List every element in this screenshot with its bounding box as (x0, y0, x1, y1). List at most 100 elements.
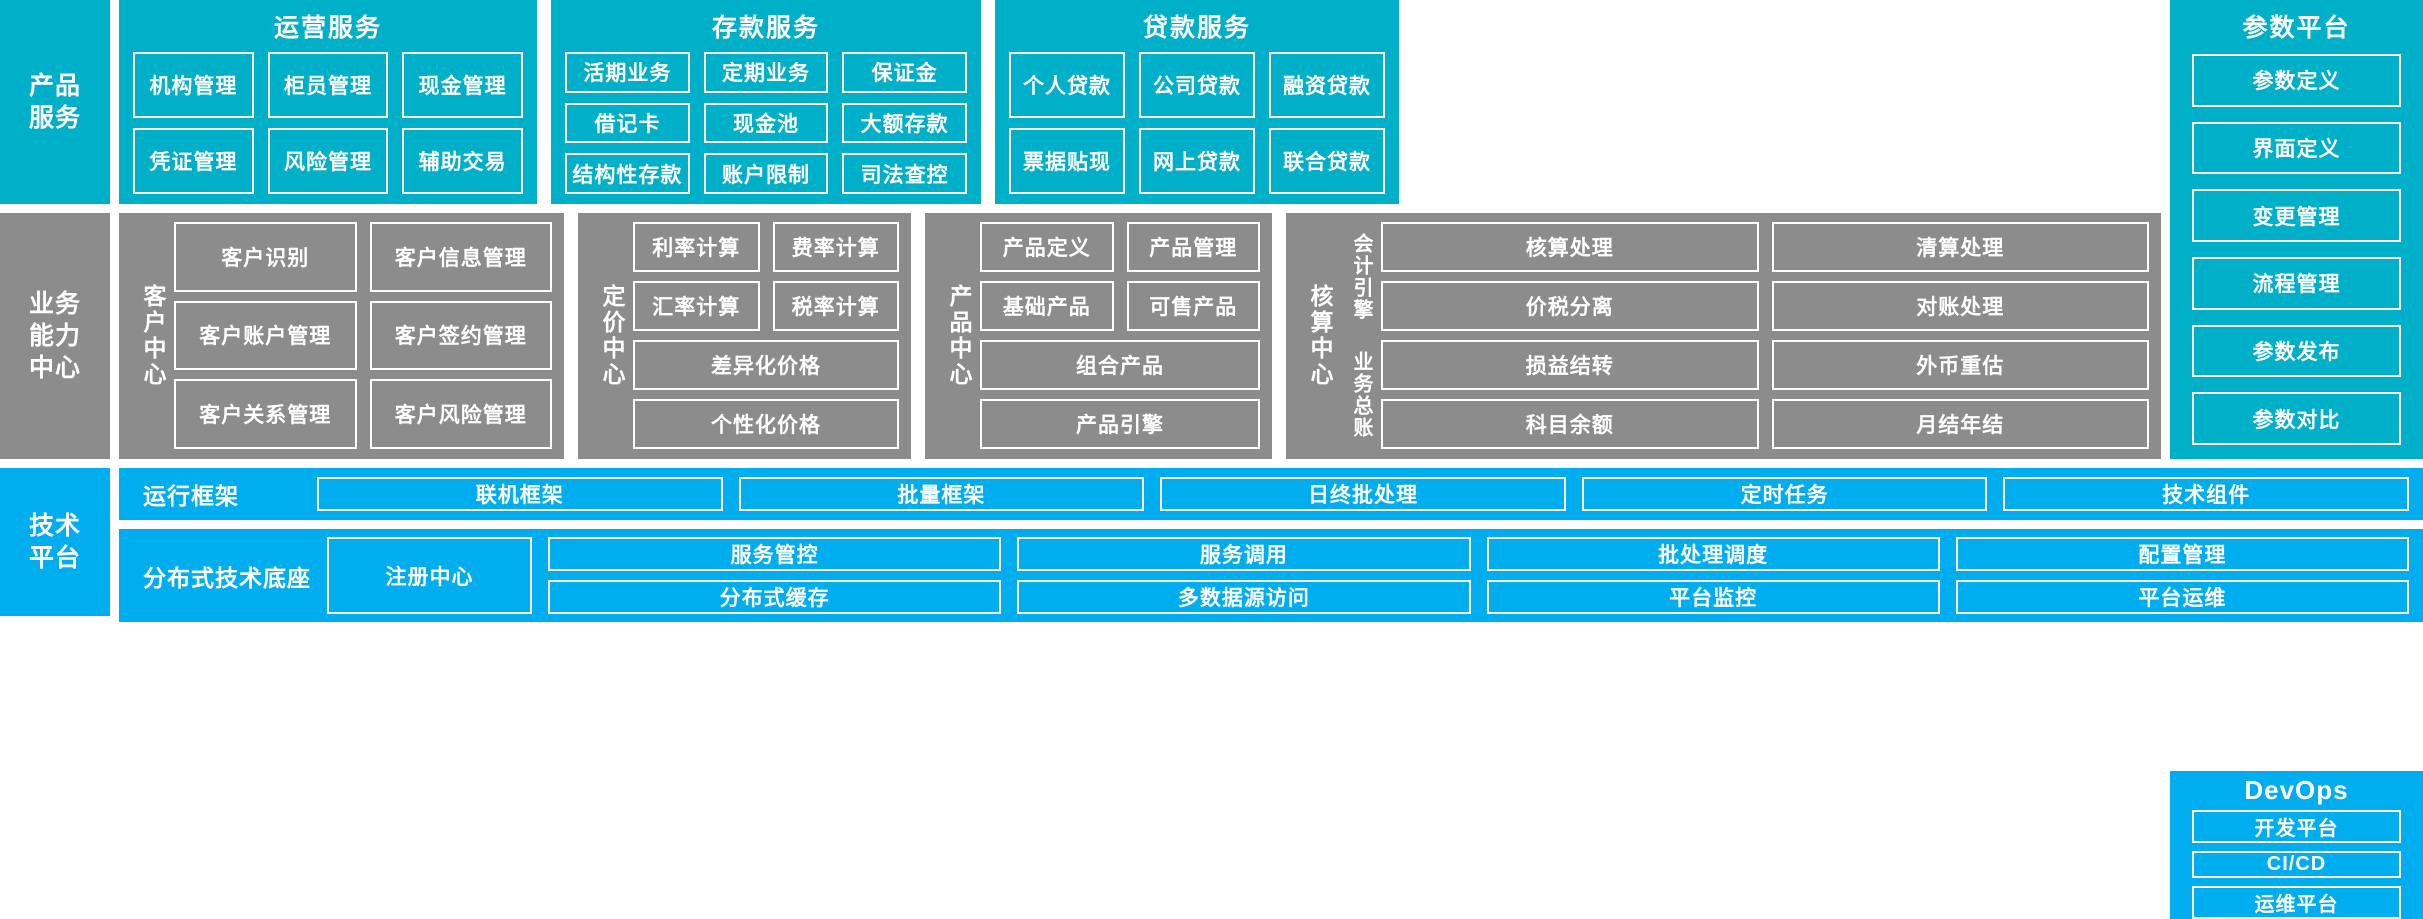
distributed-base-label: 分布式技术底座 (143, 564, 311, 591)
service-item[interactable]: 网上贷款 (1139, 128, 1255, 194)
capability-item[interactable]: 科目余额 (1381, 399, 1759, 449)
distributed-base-row: 分布式技术底座 注册中心 服务管控 服务调用 批处理调度 配置管理 分布式缓存 … (119, 529, 2423, 622)
technology-rows: 运行框架 联机框架 批量框架 日终批处理 定时任务 技术组件 分布式技术底座 注… (119, 468, 2423, 622)
capability-item[interactable]: 客户风险管理 (369, 379, 552, 449)
capability-item[interactable]: 汇率计算 (633, 281, 760, 331)
distributed-base-grid: 服务管控 服务调用 批处理调度 配置管理 分布式缓存 多数据源访问 平台监控 平… (548, 537, 2409, 614)
service-item[interactable]: 定期业务 (703, 52, 829, 93)
service-item[interactable]: 辅助交易 (402, 128, 523, 194)
tech-item[interactable]: 服务管控 (548, 537, 1002, 571)
parameter-item[interactable]: 流程管理 (2192, 257, 2401, 310)
registry-center-item[interactable]: 注册中心 (327, 537, 532, 614)
center-label-accounting: 核算中心 (1307, 283, 1333, 388)
service-item[interactable]: 结构性存款 (565, 153, 690, 194)
customer-center-grid: 客户识别 客户信息管理 客户账户管理 客户签约管理 客户关系管理 客户风险管理 (174, 222, 552, 449)
service-item[interactable]: 票据贴现 (1009, 128, 1125, 194)
service-item[interactable]: 借记卡 (565, 102, 690, 144)
capability-item[interactable]: 价税分离 (1381, 281, 1759, 331)
capability-item[interactable]: 税率计算 (772, 281, 899, 331)
parameter-platform-title: 参数平台 (2242, 14, 2351, 42)
tech-item[interactable]: 服务调用 (1017, 537, 1471, 571)
group-loan-services: 贷款服务 个人贷款 公司贷款 融资贷款 票据贴现 网上贷款 联合贷款 (995, 0, 1399, 204)
group-pricing-center: 定价中心 利率计算 费率计算 汇率计算 税率计算 差异化价格 个性化价格 (578, 213, 911, 459)
capability-centers-groups: 客户中心 客户识别 客户信息管理 客户账户管理 客户签约管理 客户关系管理 客户… (119, 213, 2161, 459)
capability-item[interactable]: 外币重估 (1771, 340, 2149, 390)
capability-item[interactable]: 费率计算 (772, 222, 899, 272)
service-item[interactable]: 柜员管理 (267, 52, 389, 118)
service-item[interactable]: 司法查控 (842, 153, 967, 194)
center-label-product: 产品中心 (946, 283, 972, 388)
service-item[interactable]: 公司贷款 (1139, 52, 1255, 118)
subcenter-label-general-ledger: 业务总账 (1350, 350, 1372, 439)
service-item[interactable]: 保证金 (842, 52, 967, 93)
service-item[interactable]: 账户限制 (703, 153, 829, 194)
capability-item[interactable]: 产品引擎 (980, 399, 1260, 449)
capability-item[interactable]: 客户信息管理 (369, 222, 552, 292)
tech-item[interactable]: 联机框架 (317, 477, 723, 511)
parameter-item[interactable]: 参数定义 (2192, 54, 2401, 107)
service-item[interactable]: 现金池 (703, 102, 829, 144)
devops-slot: DevOps 开发平台 CI/CD 运维平台 (2170, 771, 2423, 919)
parameter-item[interactable]: 变更管理 (2192, 189, 2401, 243)
service-item[interactable]: 现金管理 (402, 52, 523, 118)
capability-item[interactable]: 产品定义 (980, 222, 1114, 272)
deposit-services-grid: 活期业务 定期业务 保证金 借记卡 现金池 大额存款 结构性存款 账户限制 司法… (565, 52, 967, 194)
band-technology-platform: 技术 平台 运行框架 联机框架 批量框架 日终批处理 定时任务 技术组件 分布式… (0, 468, 2423, 919)
capability-item[interactable]: 基础产品 (980, 281, 1114, 331)
runtime-framework-items: 联机框架 批量框架 日终批处理 定时任务 技术组件 (317, 477, 2409, 511)
capability-item[interactable]: 利率计算 (633, 222, 760, 272)
tech-item[interactable]: 平台运维 (1955, 580, 2409, 614)
service-item[interactable]: 联合贷款 (1269, 128, 1385, 194)
group-customer-center: 客户中心 客户识别 客户信息管理 客户账户管理 客户签约管理 客户关系管理 客户… (119, 213, 564, 459)
accounting-engine-section: 会计引擎 核算处理 清算处理 价税分离 对账处理 (1341, 222, 2149, 331)
loan-services-grid: 个人贷款 公司贷款 融资贷款 票据贴现 网上贷款 联合贷款 (1009, 52, 1385, 194)
service-item[interactable]: 个人贷款 (1009, 52, 1125, 118)
subcenter-label-accounting-engine: 会计引擎 (1350, 232, 1372, 321)
devops-item[interactable]: 开发平台 (2192, 810, 2401, 843)
capability-item[interactable]: 客户识别 (174, 222, 357, 292)
capability-item[interactable]: 清算处理 (1771, 222, 2149, 272)
distributed-base-items: 注册中心 服务管控 服务调用 批处理调度 配置管理 分布式缓存 多数据源访问 平… (327, 537, 2409, 614)
general-ledger-grid: 损益结转 外币重估 科目余额 月结年结 (1381, 340, 2149, 449)
capability-item[interactable]: 组合产品 (980, 340, 1260, 390)
capability-item[interactable]: 差异化价格 (633, 340, 899, 390)
capability-item[interactable]: 月结年结 (1771, 399, 2149, 449)
service-item[interactable]: 风险管理 (267, 128, 389, 194)
tech-item[interactable]: 批量框架 (738, 477, 1145, 511)
capability-item[interactable]: 客户关系管理 (174, 379, 357, 449)
tech-item[interactable]: 批处理调度 (1486, 537, 1940, 571)
tech-item[interactable]: 平台监控 (1486, 580, 1940, 614)
service-item[interactable]: 凭证管理 (133, 128, 254, 194)
service-item[interactable]: 融资贷款 (1269, 52, 1385, 118)
capability-item[interactable]: 核算处理 (1381, 222, 1759, 272)
capability-item[interactable]: 损益结转 (1381, 340, 1759, 390)
parameter-platform-items: 参数定义 界面定义 变更管理 流程管理 参数发布 参数对比 (2192, 54, 2401, 446)
capability-item[interactable]: 客户账户管理 (174, 300, 357, 371)
devops-item[interactable]: 运维平台 (2192, 886, 2401, 919)
parameter-item[interactable]: 界面定义 (2192, 121, 2401, 175)
service-item[interactable]: 活期业务 (565, 52, 690, 93)
general-ledger-section: 业务总账 损益结转 外币重估 科目余额 月结年结 (1341, 340, 2149, 449)
capability-item[interactable]: 可售产品 (1126, 281, 1260, 331)
tech-item[interactable]: 定时任务 (1581, 477, 1988, 511)
service-item[interactable]: 机构管理 (133, 52, 254, 118)
group-title-operation-services: 运营服务 (273, 14, 382, 42)
capability-item[interactable]: 产品管理 (1126, 222, 1260, 272)
parameter-item[interactable]: 参数发布 (2192, 324, 2401, 378)
tech-item[interactable]: 配置管理 (1955, 537, 2409, 571)
devops-title: DevOps (2244, 775, 2349, 805)
devops-items: 开发平台 CI/CD 运维平台 (2192, 810, 2401, 919)
group-product-center: 产品中心 产品定义 产品管理 基础产品 可售产品 组合产品 产品引擎 (925, 213, 1272, 459)
tech-item[interactable]: 技术组件 (2003, 477, 2409, 511)
group-title-deposit-services: 存款服务 (711, 14, 820, 42)
devops-item[interactable]: CI/CD (2192, 851, 2401, 878)
capability-item[interactable]: 个性化价格 (633, 399, 899, 449)
tech-item[interactable]: 日终批处理 (1160, 477, 1566, 511)
service-item[interactable]: 大额存款 (842, 102, 967, 144)
band-label-capability-centers: 业务 能力 中心 (0, 213, 110, 459)
capability-item[interactable]: 对账处理 (1771, 281, 2149, 331)
tech-item[interactable]: 多数据源访问 (1017, 580, 1471, 614)
tech-item[interactable]: 分布式缓存 (548, 580, 1002, 614)
parameter-item[interactable]: 参数对比 (2192, 392, 2401, 446)
capability-item[interactable]: 客户签约管理 (369, 300, 552, 371)
